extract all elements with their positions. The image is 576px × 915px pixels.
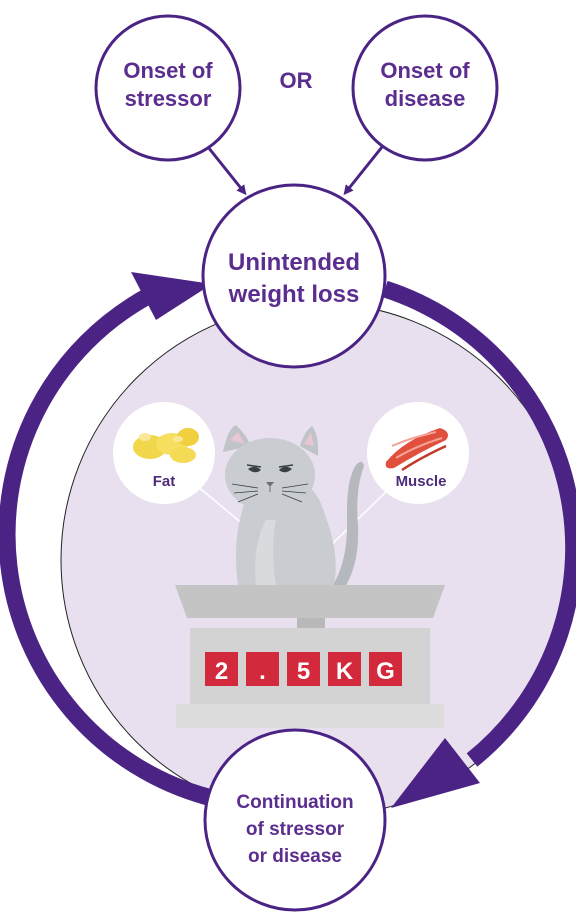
continuation-line1: Continuation (236, 792, 353, 813)
weight-loss-line1: Unintended (228, 249, 360, 276)
scale-digit-4: K (336, 658, 354, 685)
scale-digit-5: G (376, 658, 395, 685)
arrow-disease-to-weight-loss (346, 142, 386, 192)
node-onset-of-stressor: Onset of stressor (96, 16, 240, 160)
scale-digit-3: 5 (297, 658, 310, 685)
node-unintended-weight-loss: Unintended weight loss (203, 185, 385, 367)
fat-label: Fat (153, 473, 176, 490)
weighing-scale: 2 . 5 K G (175, 585, 445, 728)
stressor-line1: Onset of (123, 58, 213, 83)
continuation-line2: of stressor (246, 819, 345, 840)
weight-loss-line2: weight loss (228, 281, 360, 308)
disease-line1: Onset of (380, 58, 470, 83)
stressor-line2: stressor (125, 86, 212, 111)
arrow-stressor-to-weight-loss (204, 142, 244, 192)
scale-digit-1: 2 (215, 658, 228, 685)
continuation-line3: or disease (248, 846, 342, 867)
scale-readout: 2 . 5 K G (205, 652, 402, 686)
disease-line2: disease (385, 86, 466, 111)
scale-digit-2: . (259, 658, 266, 685)
node-continuation: Continuation of stressor or disease (205, 730, 385, 910)
or-label: OR (280, 68, 313, 93)
muscle-callout: Muscle (367, 402, 469, 504)
muscle-label: Muscle (396, 473, 447, 490)
node-onset-of-disease: Onset of disease (353, 16, 497, 160)
fat-callout: Fat (113, 402, 215, 504)
